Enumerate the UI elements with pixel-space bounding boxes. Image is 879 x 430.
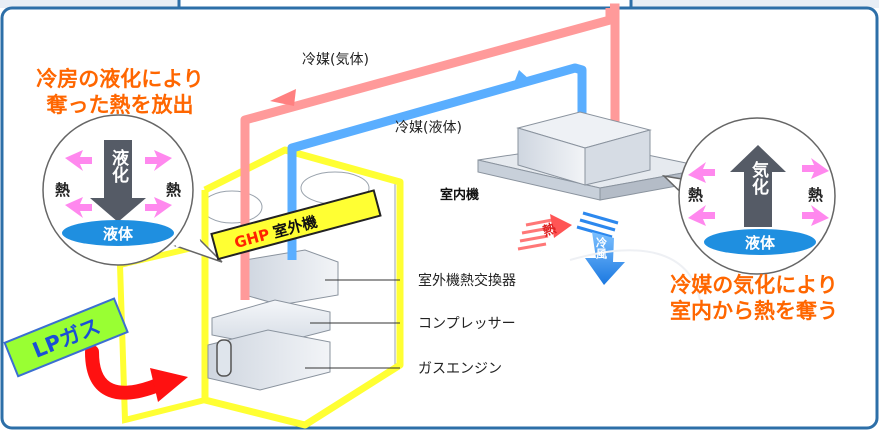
- liquid-flow-arrow: [512, 70, 530, 88]
- heat-out-arrow-icon: [145, 150, 172, 171]
- left-caption-line1: 冷房の液化により: [36, 67, 204, 91]
- engine-label: ガスエンジン: [418, 361, 502, 377]
- condense-down-arrow-icon: [90, 140, 146, 222]
- liquid-pipe: [287, 63, 587, 260]
- indoor-heat-right: 熱: [808, 186, 823, 204]
- room-heat-arrow-icon: [517, 214, 572, 251]
- cold-air-arrow-icon: [576, 211, 625, 285]
- heat-out-arrow-icon: [145, 197, 172, 218]
- indoor-process-label: 気化: [748, 160, 770, 195]
- liquid-state-badge: [62, 220, 174, 246]
- cold-air-label: 冷風: [595, 236, 608, 260]
- indoor-bubble: [661, 117, 836, 275]
- header-strip-right: [631, 0, 879, 8]
- gas-pipe-label: 冷媒(気体): [302, 52, 369, 68]
- outdoor-heat-right: 熱: [166, 181, 181, 199]
- fuel-arrow-icon: [85, 345, 165, 400]
- heat-in-arrow-icon: [802, 205, 829, 226]
- fuel-tag: [3, 297, 129, 378]
- outdoor-heat-left: 熱: [55, 181, 70, 199]
- room-heat-label: 熱: [541, 220, 559, 239]
- indoor-heat-left: 熱: [688, 186, 703, 204]
- panel-border: [0, 6, 879, 430]
- compressor-block: [211, 299, 331, 347]
- heat-out-arrow-icon: [65, 150, 92, 171]
- outdoor-bubble: [42, 114, 223, 266]
- liquid-state-badge: [704, 229, 816, 255]
- liquid-pipe-label: 冷媒(液体): [395, 120, 462, 136]
- fan-left-icon: [201, 190, 263, 224]
- evaporate-up-arrow-icon: [730, 145, 786, 227]
- heat-out-arrow-icon: [65, 197, 92, 218]
- indoor-unit-label: 室内機: [440, 187, 479, 203]
- engine-block: [207, 329, 331, 391]
- indoor-state-label: 液体: [745, 234, 776, 252]
- heat-in-arrow-icon: [688, 205, 715, 226]
- ghp-tag: [210, 189, 382, 261]
- gas-flow-arrow: [270, 89, 296, 106]
- heat-exchanger-label: 室外機熱交換器: [418, 272, 516, 289]
- compressor-label: コンプレッサー: [418, 316, 516, 332]
- outdoor-process-label: 液化: [108, 148, 129, 183]
- header-strip-left: [0, 0, 179, 8]
- heat-in-arrow-icon: [688, 162, 715, 183]
- indoor-unit: [477, 111, 711, 201]
- heat-in-arrow-icon: [802, 158, 829, 179]
- left-caption-line2: 奪った熱を放出: [46, 93, 194, 117]
- outdoor-state-label: 液体: [103, 225, 134, 243]
- gas-pipe: [240, 8, 615, 300]
- engine-cylinder-icon: [216, 339, 232, 377]
- right-caption-line1: 冷媒の気化により: [670, 273, 838, 297]
- right-caption-line2: 室内から熱を奪う: [670, 299, 838, 323]
